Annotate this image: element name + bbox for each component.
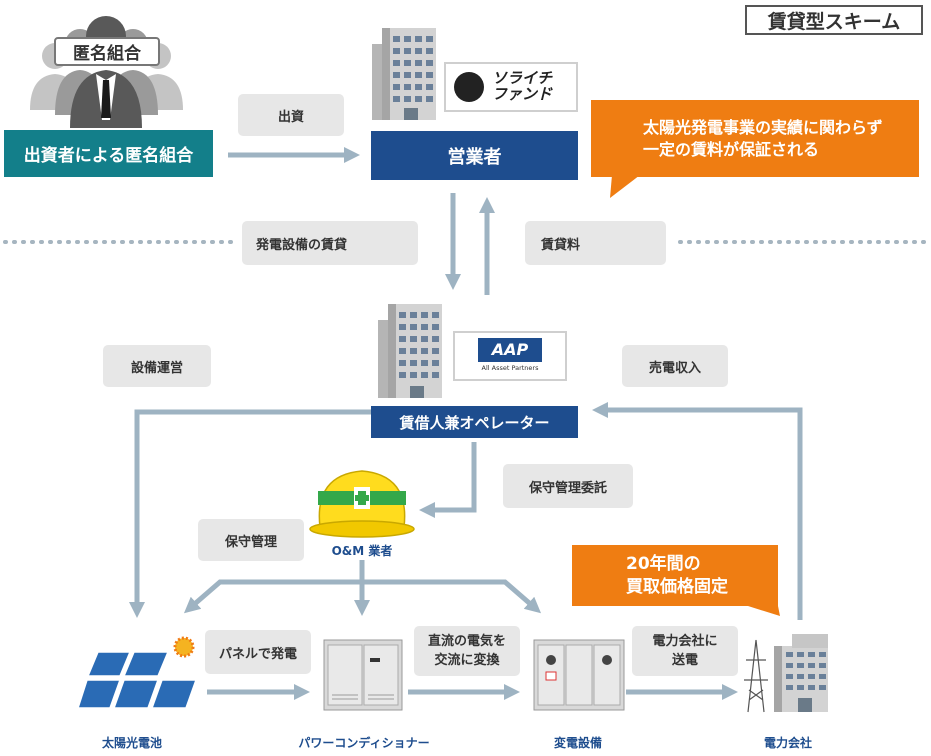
scheme-title: 賃貸型スキーム bbox=[745, 5, 923, 35]
operator-box: 営業者 bbox=[371, 131, 578, 180]
investors-box: 出資者による匿名組合 bbox=[4, 130, 213, 177]
investors-people-icon bbox=[30, 16, 183, 128]
fixed-price-callout: 20年間の 買取価格固定 bbox=[572, 545, 778, 606]
operator-building-icon bbox=[372, 28, 436, 120]
operation-label: 設備運営 bbox=[103, 345, 211, 387]
aap-logo-sub: All Asset Partners bbox=[481, 364, 539, 372]
fund-logo-line2: ファンド bbox=[492, 85, 553, 103]
aap-logo: AAP All Asset Partners bbox=[453, 331, 567, 381]
fund-logo-line1: ソライチ bbox=[492, 69, 553, 88]
fund-logo-mark-icon bbox=[454, 72, 484, 102]
rent-label: 賃貸料 bbox=[525, 221, 666, 265]
power-revenue-label: 売電収入 bbox=[622, 345, 728, 387]
operation-arrow bbox=[128, 409, 371, 619]
fixed-price-callout-tail bbox=[748, 606, 780, 616]
guarantee-callout: 太陽光発電事業の実績に関わらず 一定の賃料が保証される bbox=[591, 100, 919, 177]
rent-text: 賃貸料 bbox=[541, 237, 581, 253]
sun-icon bbox=[173, 636, 195, 658]
maintenance-label: 保守管理 bbox=[198, 519, 304, 561]
om-branch-right-arrow bbox=[362, 579, 542, 614]
aap-logo-mark: AAP bbox=[478, 338, 542, 362]
lessee-building-icon bbox=[378, 304, 442, 398]
anonymous-partnership-badge: 匿名組合 bbox=[54, 37, 160, 66]
utility-label: 電力会社 bbox=[763, 736, 812, 750]
substation-cabinet-icon bbox=[533, 639, 625, 711]
dc-ac-conversion-label: 直流の電気を 交流に変換 bbox=[414, 626, 520, 676]
om-branch-left-arrow bbox=[183, 579, 362, 614]
power-conditioner-icon bbox=[323, 639, 403, 711]
equipment-lease-text: 発電設備の賃貸 bbox=[256, 237, 348, 253]
equipment-lease-label: 発電設備の賃貸 bbox=[242, 221, 418, 265]
substation-label: 変電設備 bbox=[553, 736, 602, 750]
power-conditioner-label: パワーコンディショナー bbox=[298, 736, 430, 750]
maintenance-commission-label: 保守管理委託 bbox=[503, 464, 633, 508]
solar-panel-icon bbox=[76, 636, 198, 709]
utility-building-icon bbox=[744, 634, 828, 713]
guarantee-text-line1: 太陽光発電事業の実績に関わらず bbox=[643, 117, 883, 137]
transmit-line2: 送電 bbox=[671, 653, 698, 668]
guarantee-text-line2: 一定の賃料が保証される bbox=[643, 139, 820, 159]
transmit-label: 電力会社に 送電 bbox=[632, 626, 738, 676]
power-revenue-arrow bbox=[591, 401, 803, 620]
investment-label: 出資 bbox=[238, 94, 344, 136]
soraichi-fund-logo: ソライチ ファンド bbox=[444, 62, 578, 112]
generate-label: パネルで発電 bbox=[205, 630, 311, 674]
transmit-line1: 電力会社に bbox=[652, 634, 718, 649]
fixed-price-line2: 買取価格固定 bbox=[626, 576, 728, 597]
guarantee-callout-tail bbox=[610, 175, 640, 198]
solar-cell-label: 太陽光電池 bbox=[101, 736, 162, 750]
fixed-price-line1: 20年間の bbox=[626, 553, 701, 574]
lessee-operator-box: 賃借人兼オペレーター bbox=[371, 406, 578, 438]
dc-ac-line1: 直流の電気を bbox=[427, 634, 506, 649]
hard-hat-icon bbox=[309, 470, 415, 538]
om-contractor-label: O&M 業者 bbox=[331, 544, 393, 558]
dc-ac-line2: 交流に変換 bbox=[434, 653, 500, 668]
maintenance-commission-arrow bbox=[418, 442, 477, 519]
